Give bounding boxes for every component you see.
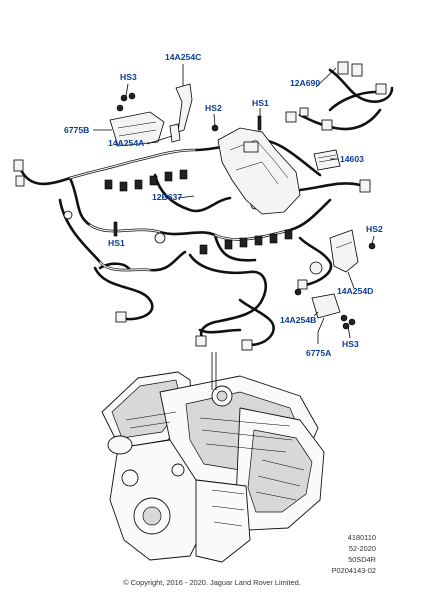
engine-block <box>101 352 325 563</box>
label-HS3-bottom: HS3 <box>342 339 359 349</box>
heat-shield-6775B <box>109 111 165 147</box>
label-HS3-top: HS3 <box>120 72 137 82</box>
label-HS2-top: HS2 <box>205 103 222 113</box>
module-14603 <box>313 149 341 171</box>
ref-line-3: 50SD4R <box>348 555 376 564</box>
bracket-14A254A <box>169 123 181 143</box>
label-14603: 14603 <box>340 154 364 164</box>
label-HS1-left: HS1 <box>108 238 125 248</box>
fasteners <box>113 92 376 330</box>
leader-lines <box>93 64 375 344</box>
injector-connectors-right <box>199 229 293 255</box>
label-14A254B: 14A254B <box>280 315 316 325</box>
bracket-14A254D <box>329 229 359 273</box>
label-12A690: 12A690 <box>290 78 320 88</box>
label-12B637: 12B637 <box>152 192 182 202</box>
label-14A254D: 14A254D <box>337 286 373 296</box>
label-HS2-right: HS2 <box>366 224 383 234</box>
ref-line-4: P0204143-02 <box>331 566 376 575</box>
bracket-14A254C <box>175 83 193 133</box>
ref-line-1: 4180110 <box>347 533 376 542</box>
label-14A254C: 14A254C <box>165 52 201 62</box>
engine-wiring-harness <box>13 68 394 351</box>
label-6775B: 6775B <box>64 125 89 135</box>
label-6775A: 6775A <box>306 348 331 358</box>
reference-codes: 4180110 52-2020 50SD4R P0204143-02 <box>332 532 376 576</box>
label-HS1-top: HS1 <box>252 98 269 108</box>
connector-group-12A690 <box>321 61 363 131</box>
callout-labels: 14A254C HS3 12A690 HS2 HS1 6775B 14A254A… <box>64 52 383 358</box>
copyright-notice: © Copyright, 2016 - 2020. Jaguar Land Ro… <box>123 578 301 587</box>
label-14A254A: 14A254A <box>108 138 144 148</box>
injector-connectors-left <box>104 169 188 192</box>
ref-line-2: 52-2020 <box>348 544 376 553</box>
harness-bracket-central <box>217 127 301 215</box>
heat-shield-6775A <box>311 293 341 319</box>
